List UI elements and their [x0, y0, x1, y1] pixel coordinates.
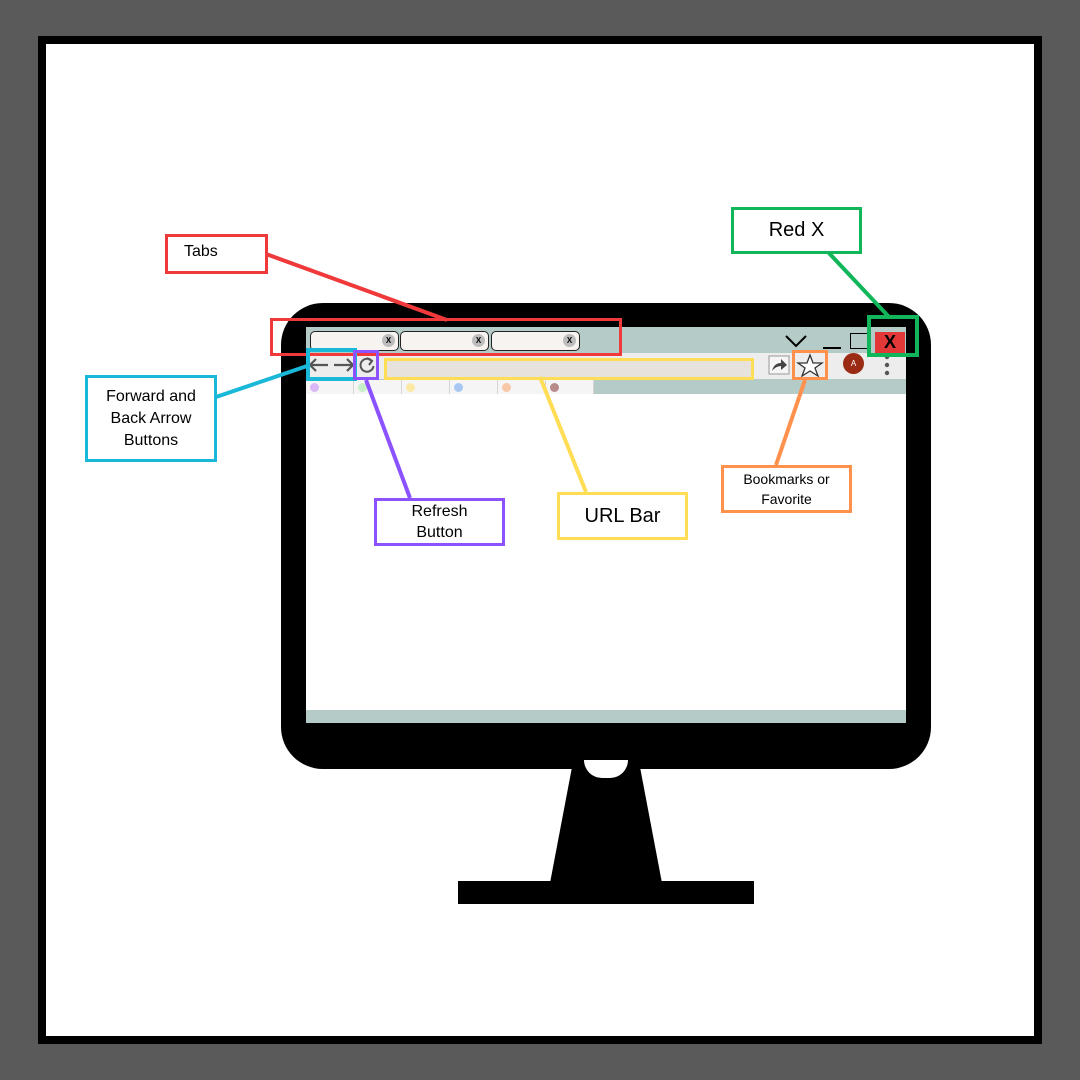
refresh-icon[interactable] [357, 355, 377, 375]
bookmark-favicon [550, 383, 559, 392]
tabs-connector [265, 252, 448, 322]
nav-arrows-highlight [306, 348, 357, 381]
red-x-highlight [867, 315, 919, 357]
window-close-button[interactable]: X [875, 332, 905, 353]
tabs-callout: Tabs [165, 234, 268, 274]
tabs-callout-label: Tabs [184, 243, 218, 260]
tab-close-icon[interactable]: X [563, 334, 576, 347]
share-icon[interactable] [768, 355, 790, 375]
profile-avatar[interactable]: A [843, 353, 864, 374]
nav-arrows-callout: Forward and Back Arrow Buttons [85, 375, 217, 462]
refresh-callout-line: Button [416, 524, 463, 541]
star-icon[interactable] [795, 353, 825, 377]
red-x-callout-label: Red X [768, 219, 825, 241]
bookmark-item[interactable] [402, 380, 450, 394]
url-bar-connector [538, 376, 588, 493]
bookmarks-connector [774, 379, 807, 466]
status-bar [306, 710, 906, 723]
refresh-callout: Refresh Button [374, 498, 505, 546]
monitor-stand-notch [584, 760, 628, 778]
bookmark-item[interactable] [450, 380, 498, 394]
nav-arrows-callout-line: Back Arrow [110, 409, 192, 427]
browser-tab[interactable]: X [400, 331, 489, 351]
url-bar-callout-label: URL Bar [584, 504, 661, 527]
refresh-highlight [353, 350, 379, 380]
tabs-highlight [270, 318, 622, 356]
tab-close-icon[interactable]: X [472, 334, 485, 347]
bookmark-favicon [358, 383, 367, 392]
refresh-connector [364, 379, 412, 499]
refresh-callout-line: Refresh [411, 503, 468, 520]
red-x-connector [826, 250, 892, 320]
red-x-callout: Red X [731, 207, 862, 254]
bookmark-favicon [406, 383, 415, 392]
browser-tab[interactable]: X [491, 331, 580, 351]
monitor-stand-base [458, 881, 754, 904]
nav-arrows-callout-line: Buttons [123, 431, 179, 449]
tab-close-icon[interactable]: X [382, 334, 395, 347]
bookmark-favicon [502, 383, 511, 392]
nav-arrows-callout-line: Forward and [106, 387, 196, 405]
bookmarks-callout-line: Favorite [761, 491, 812, 507]
monitor-stand-neck [550, 765, 662, 883]
bookmark-favicon [310, 383, 319, 392]
url-bar-highlight [384, 358, 754, 380]
bookmark-favicon [454, 383, 463, 392]
url-bar-callout: URL Bar [557, 492, 688, 540]
bookmarks-highlight [792, 350, 828, 380]
bookmarks-callout-line: Bookmarks or [743, 471, 830, 487]
bookmark-item[interactable] [306, 380, 354, 394]
bookmarks-callout: Bookmarks or Favorite [721, 465, 852, 513]
minimize-icon[interactable] [823, 347, 841, 349]
chevron-down-icon[interactable] [784, 334, 808, 348]
bookmark-item[interactable] [546, 380, 594, 394]
nav-arrows-connector [215, 363, 311, 399]
